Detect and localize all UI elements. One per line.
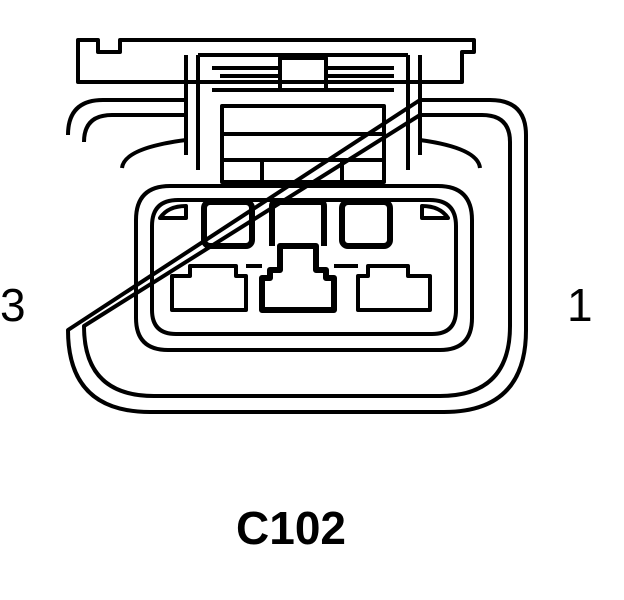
terminal-1 [356, 264, 432, 312]
key-center [269, 199, 327, 246]
connector-housing [66, 98, 528, 414]
pin-label-left: 3 [0, 279, 26, 331]
terminal-cavity [134, 184, 474, 352]
key-upper-right [339, 199, 393, 249]
connector-id-label: C102 [236, 502, 346, 554]
key-upper-left [201, 199, 255, 249]
terminal-2 [259, 243, 337, 313]
pin-label-right: 1 [567, 279, 593, 331]
terminal-3 [170, 264, 248, 312]
locking-latch [76, 38, 482, 184]
